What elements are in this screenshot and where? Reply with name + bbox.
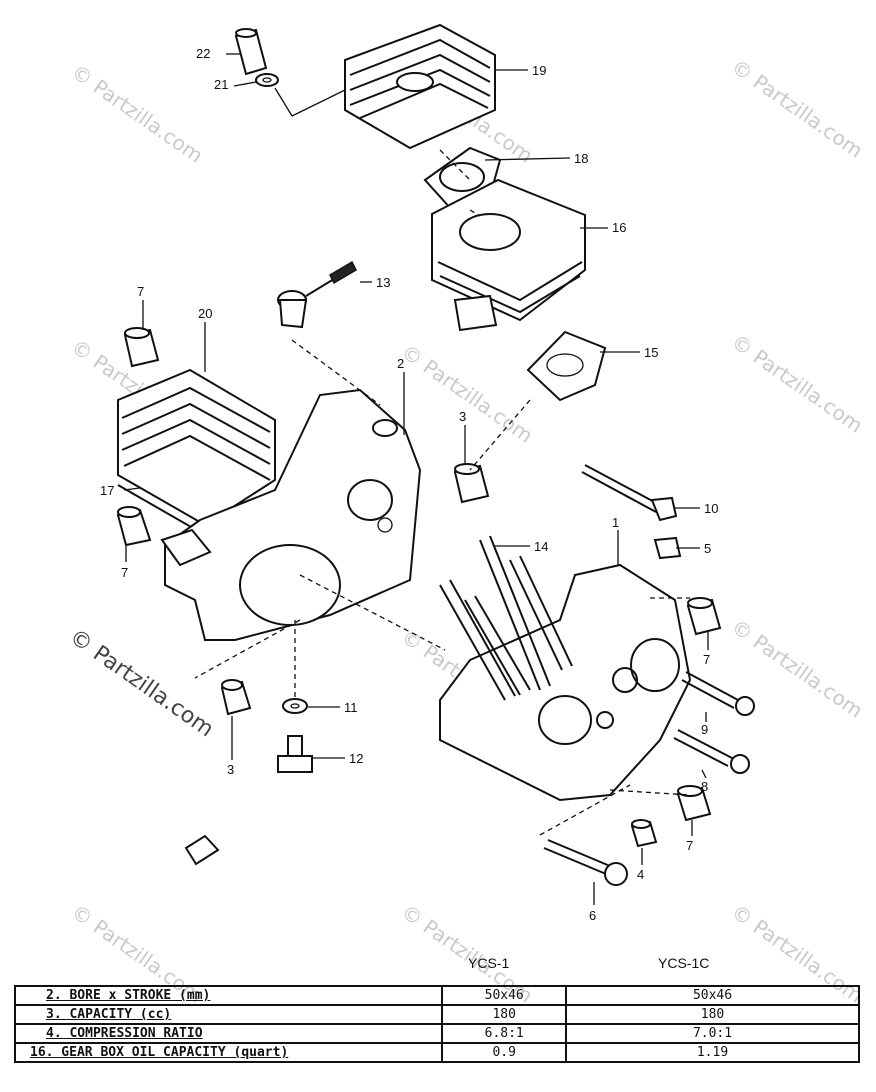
- watermark-text: © Partzilla.com: [727, 54, 867, 162]
- watermark-text: © Partzilla.com: [727, 329, 867, 437]
- table-header-ycs1c: YCS-1C: [658, 955, 710, 971]
- part-10-bolt: [581, 464, 678, 522]
- part-11-washer: [282, 698, 308, 714]
- spec-label: 2. BORE x STROKE (mm): [13, 985, 444, 1006]
- part-20-cylinder-head: [117, 368, 276, 527]
- dowel-pin: [220, 679, 252, 716]
- callout-5: 5: [704, 541, 711, 556]
- spec-value-ycs1: 50x46: [441, 985, 568, 1006]
- watermark-text: © Partzilla.com: [67, 59, 207, 167]
- callout-21: 21: [214, 77, 228, 92]
- callout-7-top: 7: [137, 284, 144, 299]
- table-row: 4. COMPRESSION RATIO 6.8:1 7.0:1: [13, 1023, 860, 1044]
- callout-7-right: 7: [703, 652, 710, 667]
- callout-labels: 22 21 19 18 16 13 7 20 2 3 15 17 10 5 14…: [100, 46, 718, 923]
- callout-14: 14: [534, 539, 548, 554]
- callout-2: 2: [397, 356, 404, 371]
- callout-9: 9: [701, 722, 708, 737]
- spec-value-ycs1c: 1.19: [565, 1042, 860, 1063]
- part-15-base-gasket: [526, 330, 607, 402]
- spec-label: 3. CAPACITY (cc): [13, 1004, 444, 1025]
- part-9-bolt: [681, 671, 755, 716]
- callout-11: 11: [344, 700, 358, 715]
- dowel-pin: [116, 506, 152, 547]
- callout-13: 13: [376, 275, 390, 290]
- dashed-guides: [194, 149, 691, 836]
- part-6-bolt: [543, 839, 628, 886]
- watermark-text: © Partzilla.com: [397, 339, 537, 447]
- dowel-pin: [453, 463, 490, 504]
- spec-value-ycs1c: 180: [565, 1004, 860, 1025]
- watermark-text-prominent: © Partzilla.com: [65, 624, 218, 742]
- callout-8: 8: [701, 779, 708, 794]
- callout-1: 1: [612, 515, 619, 530]
- leader-lines: [123, 53, 709, 905]
- callout-10: 10: [704, 501, 718, 516]
- part-19-cylinder-head: [344, 23, 496, 150]
- callout-4: 4: [637, 867, 644, 882]
- part-5-clip: [653, 536, 682, 560]
- part-8-bolt: [673, 729, 750, 774]
- spec-value-ycs1: 180: [441, 1004, 568, 1025]
- spec-value-ycs1: 6.8:1: [441, 1023, 568, 1044]
- callout-7-left: 7: [121, 565, 128, 580]
- callout-6: 6: [589, 908, 596, 923]
- callout-3-upper: 3: [459, 409, 466, 424]
- small-bracket-part: [184, 834, 220, 866]
- callout-22: 22: [196, 46, 210, 61]
- spec-value-ycs1: 0.9: [441, 1042, 568, 1063]
- part-2-crankcase-left: [160, 388, 422, 641]
- callout-3-lower: 3: [227, 762, 234, 777]
- table-row: 2. BORE x STROKE (mm) 50x46 50x46: [13, 985, 860, 1006]
- dowel-pin: [123, 327, 160, 368]
- dowel-pin: [676, 785, 712, 822]
- spec-value-ycs1c: 7.0:1: [565, 1023, 860, 1044]
- part-21-washer: [255, 73, 279, 87]
- callout-17: 17: [100, 483, 114, 498]
- part-22-cap: [234, 28, 268, 76]
- callout-19: 19: [532, 63, 546, 78]
- table-row: 3. CAPACITY (cc) 180 180: [13, 1004, 860, 1025]
- callout-18: 18: [574, 151, 588, 166]
- dowel-pin: [686, 597, 722, 636]
- callout-12: 12: [349, 751, 363, 766]
- callout-15: 15: [644, 345, 658, 360]
- part-14-studs: [439, 535, 573, 701]
- callout-20: 20: [198, 306, 212, 321]
- part-13-spark-plug: [277, 260, 357, 329]
- callout-16: 16: [612, 220, 626, 235]
- spec-label: 4. COMPRESSION RATIO: [13, 1023, 444, 1044]
- callout-7-bottom: 7: [686, 838, 693, 853]
- part-12-bolt: [277, 735, 313, 773]
- spec-value-ycs1c: 50x46: [565, 985, 860, 1006]
- dowel-pin: [630, 819, 658, 848]
- table-row: 16. GEAR BOX OIL CAPACITY (quart) 0.9 1.…: [13, 1042, 860, 1063]
- spec-label: 16. GEAR BOX OIL CAPACITY (quart): [13, 1042, 444, 1063]
- table-header-ycs1: YCS-1: [468, 955, 510, 971]
- spec-table: 2. BORE x STROKE (mm) 50x46 50x46 3. CAP…: [13, 985, 860, 1063]
- part-1-crankcase-right: [439, 563, 692, 802]
- part-16-cylinder: [431, 178, 586, 332]
